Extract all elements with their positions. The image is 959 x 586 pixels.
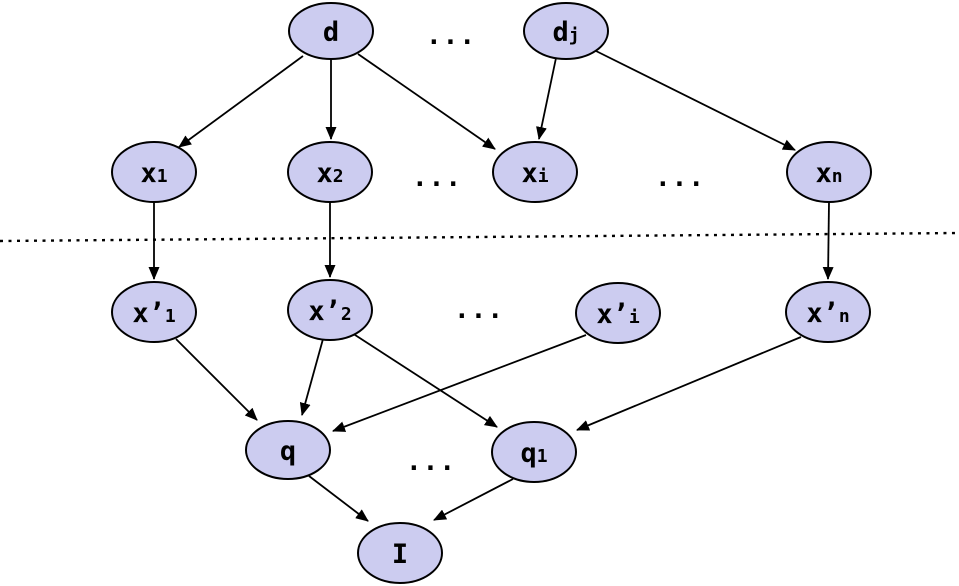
node-xprimen-label: x’ — [806, 298, 839, 329]
edge-d-x1 — [178, 55, 304, 148]
svg-text:x’1: x’1 — [132, 298, 175, 329]
svg-text:x2: x2 — [316, 158, 343, 189]
edge-xp2-q1 — [351, 332, 498, 428]
node-xi-label: x — [521, 158, 537, 189]
node-dj-label: d — [552, 17, 568, 48]
svg-text:xn: xn — [815, 158, 842, 189]
node-x1-label: x — [140, 158, 156, 189]
node-xprimei-subscript: i — [629, 307, 640, 328]
node-xprime2: x’2 — [287, 279, 373, 341]
node-xn-shape — [786, 141, 872, 203]
svg-text:x’n: x’n — [806, 298, 849, 329]
ellipsis-d-dj: ... — [426, 21, 476, 51]
ellipsis-xi-xn: ... — [655, 163, 705, 193]
node-xprimen-shape — [785, 281, 871, 343]
node-d-label: d — [323, 17, 339, 48]
node-x1-shape — [111, 141, 197, 203]
node-xprimei: x’i — [575, 282, 661, 344]
ellipsis-layer: ... ... ... ... ... — [406, 21, 705, 477]
node-I: I — [357, 522, 443, 584]
svg-text:x’i: x’i — [596, 299, 640, 330]
node-q-shape — [245, 420, 331, 480]
node-xprimei-label: x’ — [596, 299, 629, 330]
node-xprimen: x’n — [785, 281, 871, 343]
svg-text:d: d — [323, 17, 339, 48]
edge-xp1-q — [175, 338, 258, 421]
node-xprimei-shape — [575, 282, 661, 344]
svg-text:I: I — [392, 539, 408, 570]
node-x2-subscript: 2 — [333, 166, 344, 187]
node-xprime2-subscript: 2 — [341, 304, 352, 325]
edge-q-I — [308, 475, 369, 522]
node-xprime2-shape — [287, 279, 373, 341]
svg-text:x’2: x’2 — [308, 296, 351, 327]
node-dj-subscript: j — [569, 25, 580, 46]
edge-xp2-q — [299, 338, 324, 416]
node-xn-subscript: n — [832, 166, 843, 187]
node-q1-shape — [491, 421, 577, 483]
node-x2-shape — [287, 141, 373, 203]
svg-text:x1: x1 — [140, 158, 167, 189]
node-dj: dj — [523, 2, 609, 60]
ellipsis-q-q1: ... — [406, 447, 456, 477]
node-q1: q1 — [491, 421, 577, 483]
node-dj-shape — [523, 2, 609, 60]
separator-dotted-line — [0, 231, 959, 243]
svg-text:q: q — [280, 436, 296, 467]
node-xprime1: x’1 — [111, 281, 197, 343]
node-xi: xi — [492, 141, 578, 203]
edge-xn-xpn — [822, 201, 834, 280]
node-q: q — [245, 420, 331, 480]
edge-xpi-q — [332, 334, 587, 432]
node-xn: xn — [786, 141, 872, 203]
ellipsis-x2-xi: ... — [412, 163, 462, 193]
node-x1: x1 — [111, 141, 197, 203]
edge-dj-xi — [536, 57, 557, 140]
node-I-label: I — [392, 539, 408, 570]
edge-q1-I — [433, 478, 514, 521]
svg-text:dj: dj — [552, 17, 579, 48]
node-q-label: q — [280, 436, 296, 467]
svg-text:q1: q1 — [520, 438, 547, 469]
node-xi-subscript: i — [538, 166, 549, 187]
node-q1-label: q — [520, 438, 536, 469]
svg-text:xi: xi — [521, 158, 548, 189]
node-x2: x2 — [287, 141, 373, 203]
node-xn-label: x — [815, 158, 831, 189]
edge-dj-xn — [595, 50, 796, 151]
node-I-shape — [357, 522, 443, 584]
edges-layer — [148, 50, 834, 522]
node-xprime1-label: x’ — [132, 298, 165, 329]
node-q1-subscript: 1 — [537, 446, 548, 467]
node-d-shape — [288, 2, 374, 60]
node-xprime1-shape — [111, 281, 197, 343]
node-xi-shape — [492, 141, 578, 203]
node-x2-label: x — [316, 158, 332, 189]
node-xprime2-label: x’ — [308, 296, 341, 327]
node-xprime1-subscript: 1 — [165, 306, 176, 327]
ellipsis-xp2-xpi: ... — [454, 295, 504, 325]
node-x1-subscript: 1 — [157, 166, 168, 187]
nodes-layer: d dj x1 x2 xi xn x’1 x’2 — [111, 2, 872, 584]
node-d: d — [288, 2, 374, 60]
node-xprimen-subscript: n — [839, 306, 850, 327]
edge-d-xi — [357, 53, 496, 150]
edge-xpn-q1 — [576, 336, 802, 431]
